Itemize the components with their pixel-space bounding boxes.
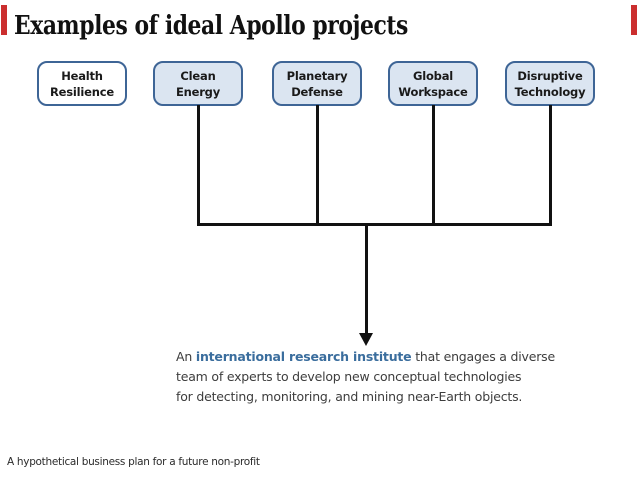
description-highlight: international research institute (195, 349, 412, 364)
description-paragraph: An international research institute that… (176, 347, 555, 407)
box-label-line2: Technology (514, 84, 586, 99)
description-line-1: An international research institute that… (176, 347, 555, 367)
description-line-2: team of experts to develop new conceptua… (176, 369, 522, 384)
box-label-line1: Health (61, 68, 103, 83)
red-edge-marker-right (631, 5, 637, 35)
box-label-line2: Energy (175, 84, 221, 99)
project-box-clean-energy: Clean Energy (153, 61, 243, 106)
connector-line-clean-energy (197, 105, 200, 225)
box-label-line2: Workspace (398, 84, 468, 99)
box-label-line1: Disruptive (517, 68, 583, 83)
project-box-global-workspace: Global Workspace (388, 61, 478, 106)
box-label-line1: Global (412, 68, 454, 83)
box-label-line1: Clean (180, 68, 216, 83)
slide-title: Examples of ideal Apollo projects (14, 11, 408, 41)
description-line-3: for detecting, monitoring, and mining ne… (176, 389, 523, 404)
description-suffix: that engages a diverse (411, 349, 555, 364)
connector-line-center-drop (365, 224, 368, 334)
box-label-line1: Planetary (286, 68, 348, 83)
box-label-line2: Resilience (50, 84, 114, 99)
arrow-down-icon (359, 333, 373, 346)
connector-line-horizontal (197, 223, 552, 226)
connector-line-global-workspace (432, 105, 435, 225)
project-box-health-resilience: Health Resilience (37, 61, 127, 106)
project-box-planetary-defense: Planetary Defense (272, 61, 362, 106)
footer-note: A hypothetical business plan for a futur… (7, 456, 260, 468)
project-box-disruptive-technology: Disruptive Technology (505, 61, 595, 106)
description-prefix: An (176, 349, 196, 364)
connector-line-disruptive-technology (549, 105, 552, 225)
red-edge-marker-left (1, 5, 7, 35)
connector-line-planetary-defense (316, 105, 319, 225)
box-label-line2: Defense (291, 84, 343, 99)
